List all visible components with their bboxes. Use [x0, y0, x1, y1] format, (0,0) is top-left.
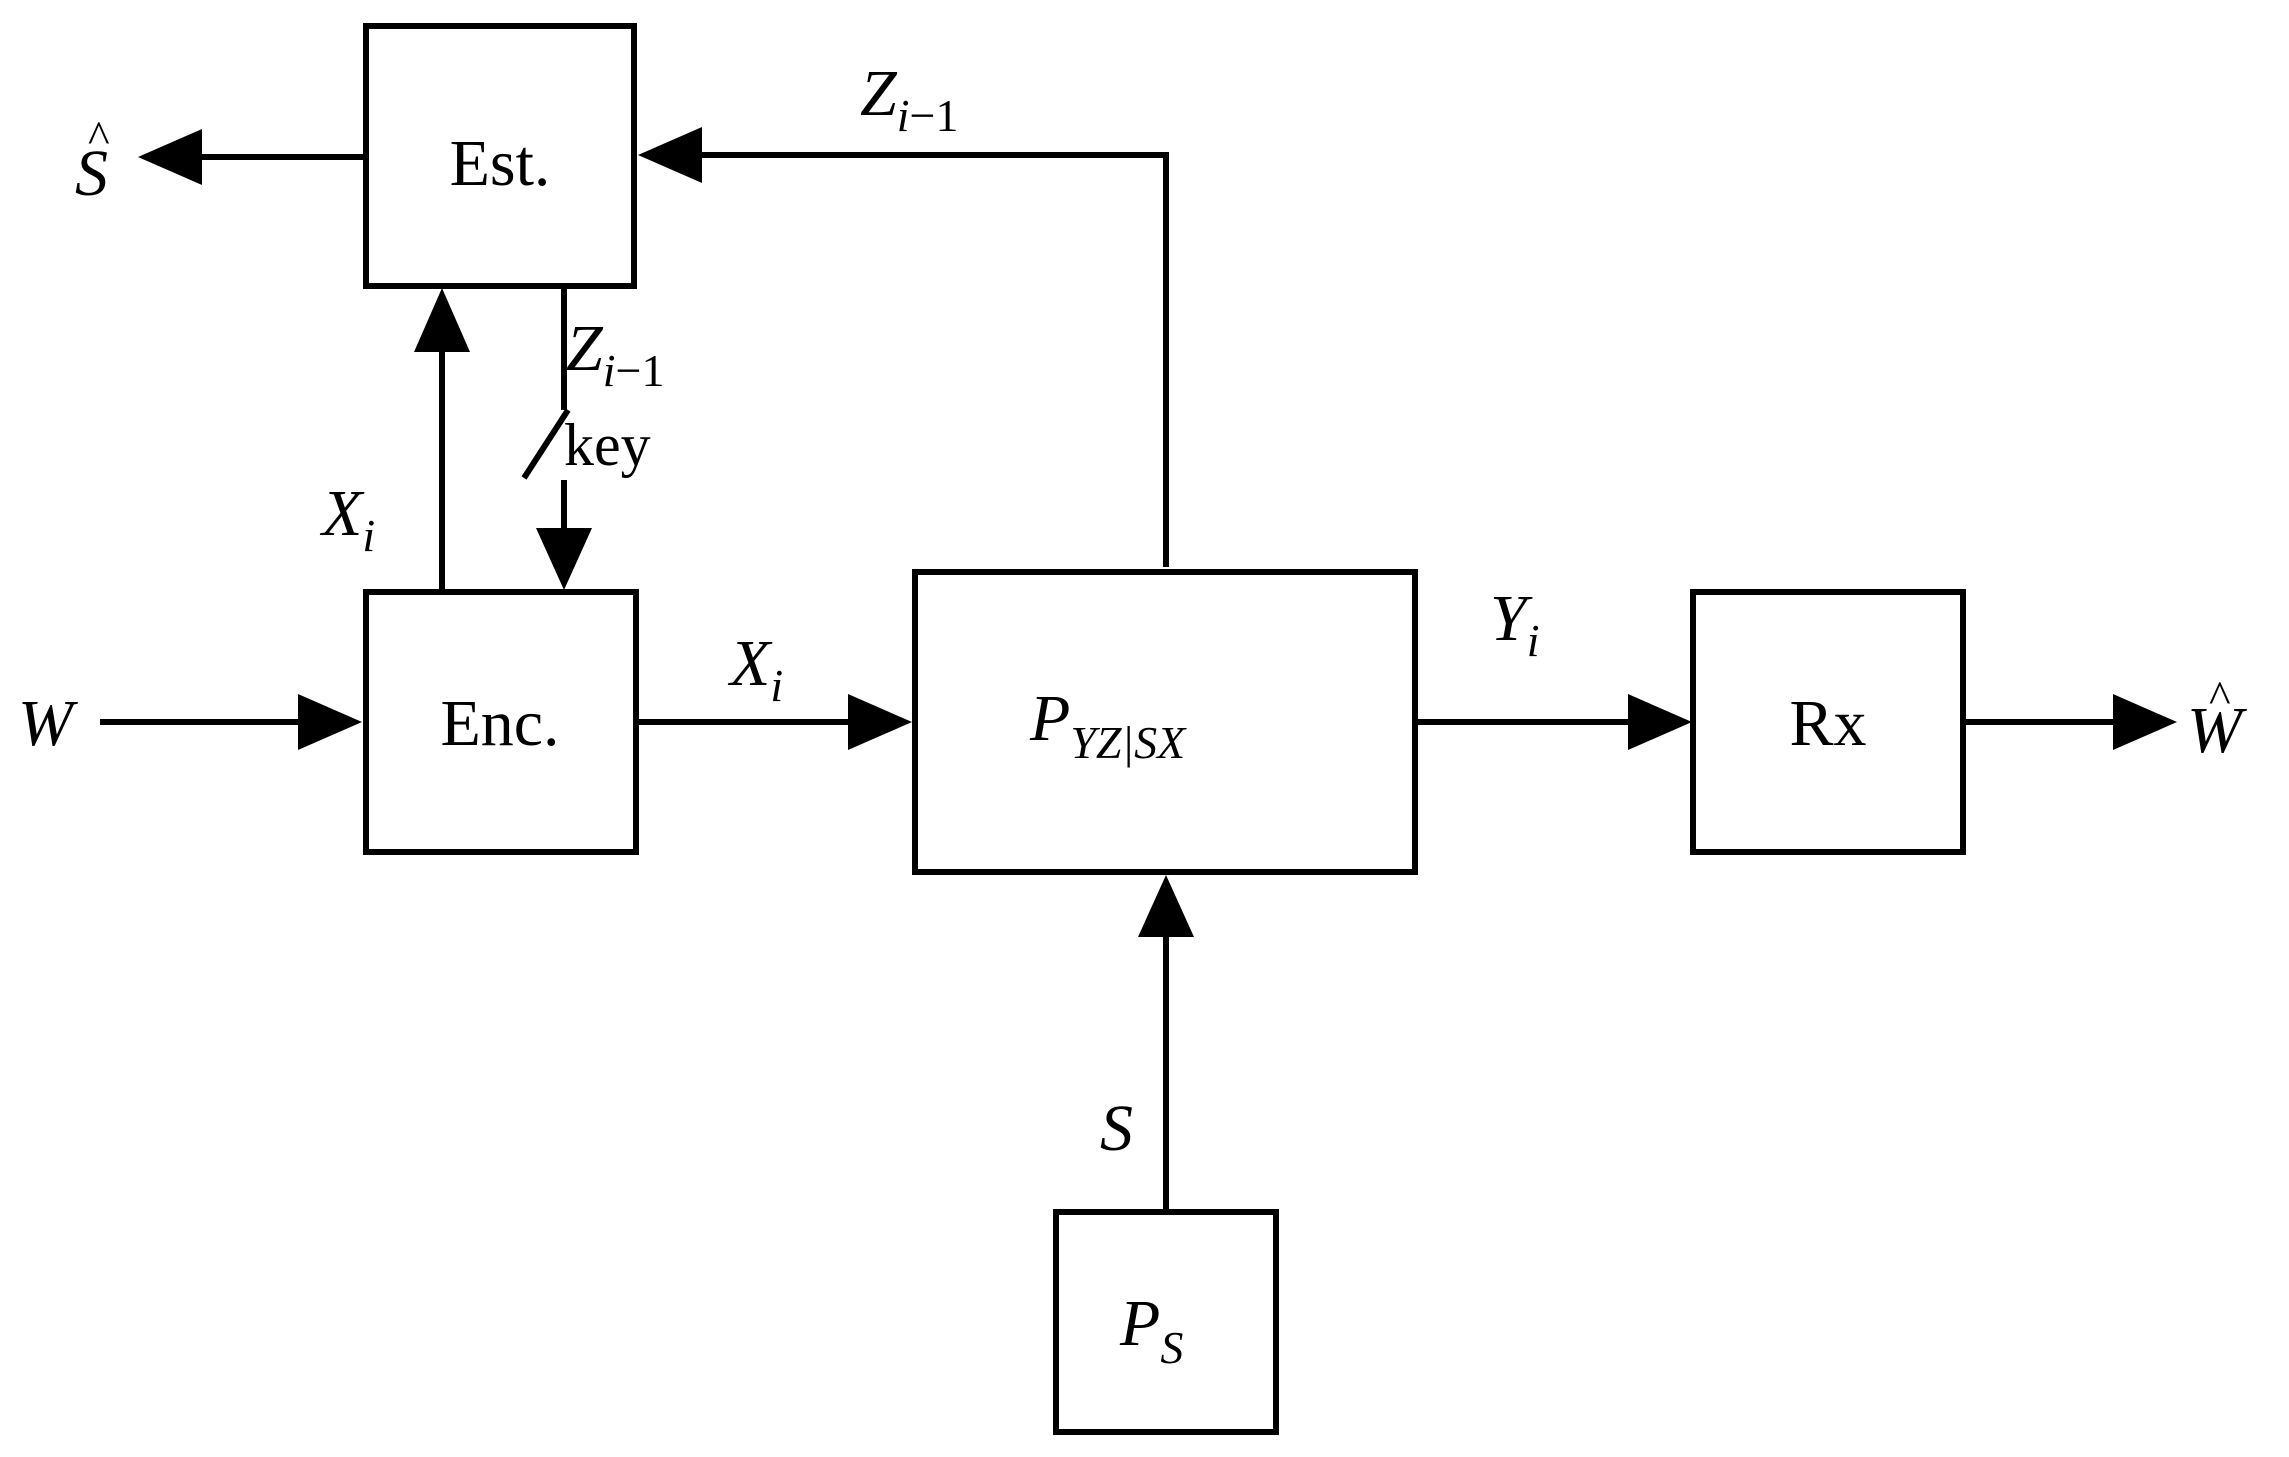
encoder-label: Enc.: [440, 687, 559, 760]
channel-block: PYZ|SX: [912, 569, 1418, 875]
channel-input-label: Xi: [727, 627, 783, 711]
estimator-label: Est.: [450, 127, 551, 200]
state-estimate-arrow: [138, 129, 366, 185]
state-source-label: PS: [1119, 1287, 1183, 1373]
encoder-to-estimator-arrow: [414, 288, 470, 592]
message-output-arrow: [1963, 694, 2177, 750]
state-estimate-label: S ^: [75, 111, 110, 210]
encoder-to-estimator-label: Xi: [319, 477, 375, 561]
feedback-label: Zi−1: [860, 57, 958, 141]
message-output-label: W ^: [2187, 671, 2247, 767]
receiver-block: Rx: [1690, 589, 1966, 855]
encoder-block: Enc.: [363, 589, 639, 855]
channel-label: PYZ|SX: [1029, 682, 1187, 768]
state-estimate-symbol: S: [75, 137, 108, 210]
state-estimate-hat: ^: [88, 111, 110, 162]
state-source-symbol: P: [1119, 1287, 1160, 1360]
estimator-block: Est.: [363, 23, 637, 289]
receiver-label: Rx: [1789, 687, 1866, 760]
switched-feedback-label: Zi−1: [566, 312, 664, 396]
state-arrow: [1138, 875, 1194, 1212]
switch-key-label: key: [564, 412, 651, 478]
message-output-hat: ^: [2209, 671, 2231, 722]
message-input-arrow: [100, 694, 362, 750]
switched-feedback-path: [521, 286, 592, 590]
channel-output-label: Yi: [1490, 582, 1540, 666]
message-output-symbol: W: [2187, 694, 2247, 767]
channel-symbol: P: [1029, 682, 1070, 755]
channel-input-arrow: [636, 694, 912, 750]
state-source-block: PS: [1053, 1209, 1279, 1435]
state-source-subscript: S: [1160, 1322, 1183, 1373]
key-switch: [521, 408, 571, 480]
state-label: S: [1100, 1092, 1133, 1165]
channel-subscript: YZ|SX: [1070, 717, 1187, 768]
feedback-arrow: [638, 127, 1169, 567]
channel-output-arrow: [1415, 694, 1692, 750]
message-input-label: W: [18, 687, 78, 760]
